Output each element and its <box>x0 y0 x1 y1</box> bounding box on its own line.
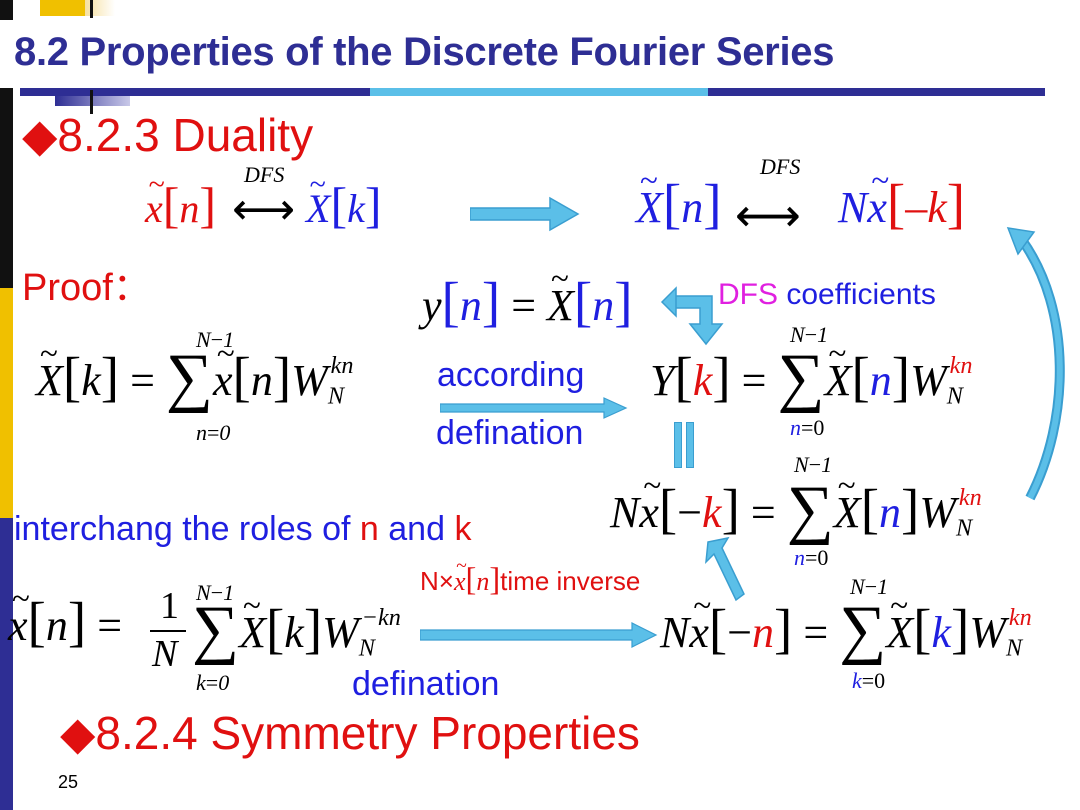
section-symmetry-heading: ◆8.2.4 Symmetry Properties <box>60 706 640 760</box>
fraction-n: N <box>152 633 178 675</box>
section-symmetry-title: 8.2.4 Symmetry Properties <box>95 707 640 759</box>
left-bar-navy <box>0 518 13 810</box>
inverse-dfs-formula: x[n] = <box>8 581 122 651</box>
n-x-minus-n-formula: Nx[−n] = ∑X[k]WNkn <box>660 588 1032 663</box>
up-arrow-icon <box>705 536 745 602</box>
interchange-n: n <box>359 510 379 548</box>
sum-limits-lower-2: n=0 <box>790 415 825 440</box>
sum-limits-lower-3: n=0 <box>794 545 829 570</box>
slide-title: 8.2 Properties of the Discrete Fourier S… <box>14 30 835 74</box>
time-inverse-text: time inverse <box>500 566 641 596</box>
curved-return-arrow-icon <box>1006 227 1065 501</box>
page-number: 25 <box>58 772 79 792</box>
duality-left-formula: x[n] <box>145 168 216 232</box>
inverse-dfs-sum: ∑X[k]WN−kn <box>192 588 401 663</box>
n-times-text: N× <box>420 566 454 596</box>
dfs-word: DFS <box>718 278 778 311</box>
sum-limits-upper-5: N−1 <box>850 574 889 599</box>
n-x-minus-k-formula: Nx[−k] = ∑X[n]WNkn <box>610 468 982 543</box>
dfs-label-right: DFS <box>760 154 801 179</box>
double-arrow-icon-right: ⟷ <box>735 188 801 242</box>
left-bar-black <box>0 88 13 288</box>
duality-right-transform: Nx[–k] <box>838 163 965 233</box>
sum-limits-lower-5: k=0 <box>852 668 886 693</box>
interchange-and: and <box>378 510 455 548</box>
y-dfs-formula: Y[k] = ∑X[n]WNkn <box>650 336 972 411</box>
fraction-bar <box>150 630 186 632</box>
equal-bar-right <box>686 422 694 468</box>
title-band-dark <box>20 88 370 96</box>
according-arrow-icon <box>440 397 628 419</box>
left-bar-yellow <box>0 288 13 518</box>
dfs-label-left: DFS <box>244 162 285 187</box>
bent-arrow-icon <box>660 286 724 346</box>
section-duality-heading: ◆8.2.3 Duality <box>22 108 313 162</box>
implies-arrow-icon <box>470 196 580 232</box>
sum-limits-lower-1: n=0 <box>196 420 231 445</box>
defination-arrow-icon <box>420 622 658 648</box>
top-deco-line <box>90 0 93 18</box>
diamond-bullet-icon: ◆ <box>22 109 58 161</box>
interchange-text: interchang the roles of <box>14 510 360 548</box>
title-band-light <box>370 88 708 96</box>
time-inverse-note: N×x[n]time inverse <box>420 556 641 597</box>
proof-label: Proof： <box>22 267 151 309</box>
interchange-note: interchang the roles of n and k <box>14 510 471 549</box>
duality-right-formula: X[n] <box>636 163 722 233</box>
top-deco-yellow <box>40 0 85 16</box>
according-note: according <box>437 356 585 394</box>
top-deco-black <box>0 0 13 20</box>
defination-note-2: defination <box>352 665 500 703</box>
dfs-analysis-formula: X[k] = ∑x[n]WNkn <box>36 336 354 411</box>
sum-limits-lower-4: k=0 <box>196 670 230 695</box>
interchange-k: k <box>454 510 472 548</box>
band-accent-line <box>90 90 93 114</box>
dfs-coefficients-note: DFS coefficients <box>718 278 936 312</box>
title-band-dark-2 <box>708 88 1045 96</box>
double-arrow-icon-left: ⟷ <box>232 184 296 235</box>
diamond-bullet-icon-2: ◆ <box>60 707 96 759</box>
duality-left-transform: X[k] <box>306 168 382 232</box>
fraction-one: 1 <box>160 585 179 627</box>
coefficients-word: coefficients <box>786 278 936 311</box>
section-duality-title: 8.2.3 Duality <box>57 109 314 161</box>
sum-limits-upper-3: N−1 <box>794 452 833 477</box>
sum-limits-upper-2: N−1 <box>790 322 829 347</box>
sum-limits-upper-1: N−1 <box>196 327 235 352</box>
defination-note-1: defination <box>436 414 584 452</box>
sum-limits-upper-4: N−1 <box>196 580 235 605</box>
equal-bar-left <box>674 422 682 468</box>
y-definition-formula: y[n] = X[n] <box>422 261 633 331</box>
